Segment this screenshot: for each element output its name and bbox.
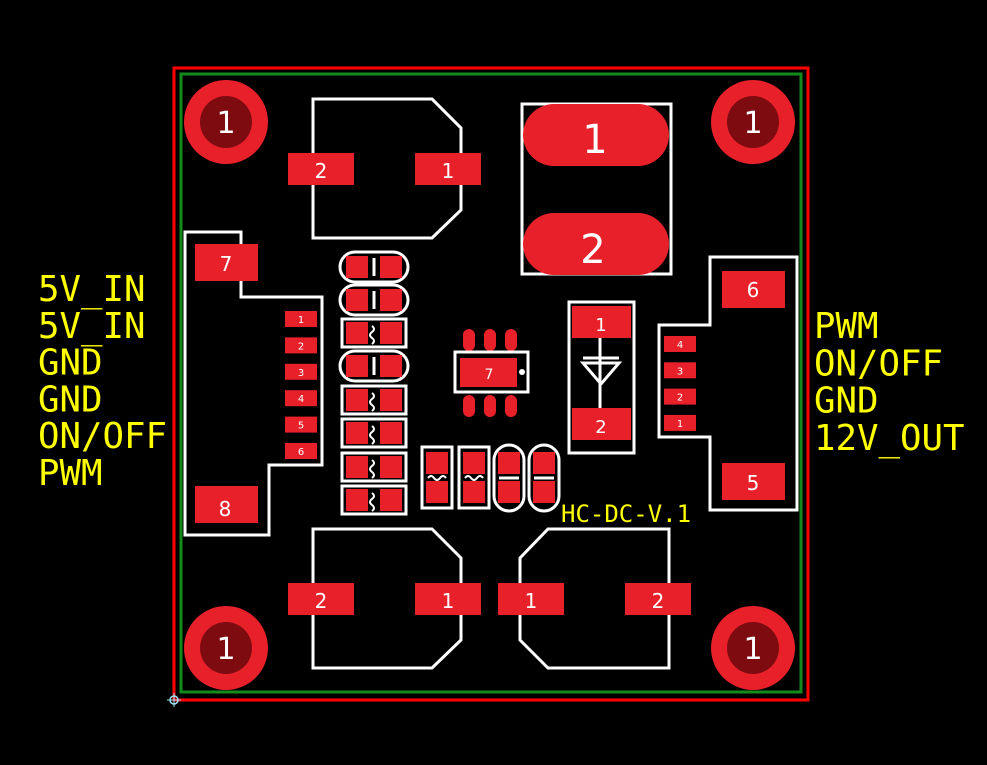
board-outline: [172, 66, 810, 702]
pin-label: PWM: [38, 453, 103, 494]
inductor: 1 2: [520, 102, 673, 276]
connector-pin-label: 4: [677, 340, 683, 351]
hole-label: 1: [216, 106, 235, 141]
connector-pin-label: 4: [298, 394, 304, 405]
connector-pin-pad: [285, 416, 317, 433]
connector-pin-label: 3: [677, 366, 683, 377]
mounting-hole-bottom-right: 1: [711, 606, 795, 690]
connector-pin-label: 1: [677, 419, 683, 430]
connector-pin-label: 1: [298, 315, 304, 326]
resistor-r6: [420, 445, 454, 510]
hole-label: 1: [216, 632, 235, 667]
hole-label: 1: [743, 632, 762, 667]
pin-label: 5V_IN: [38, 269, 146, 310]
pad-label: 1: [442, 159, 455, 183]
pad-label: 2: [652, 589, 665, 613]
pin-label: ON/OFF: [814, 343, 943, 384]
pad-label: 7: [220, 252, 233, 276]
connector-pin-pad: [285, 443, 317, 459]
connector-pin-label: 6: [298, 447, 304, 458]
connector-pin-label: 2: [677, 393, 683, 404]
mounting-hole-top-left: 1: [184, 80, 268, 164]
pad-label: 7: [485, 367, 494, 383]
pad-label: 2: [580, 227, 605, 273]
capacitor-c3: [338, 349, 410, 383]
connector-pin-pad: [664, 388, 696, 405]
connector-pin-label: 5: [298, 421, 304, 432]
pad-label: 1: [442, 589, 455, 613]
connector-pin-pad: [285, 337, 317, 354]
pad-label: 5: [747, 471, 760, 495]
pin-label: 5V_IN: [38, 306, 146, 347]
pad-label: 2: [315, 589, 328, 613]
pad-label: 2: [315, 159, 328, 183]
pin-label: PWM: [814, 306, 879, 347]
resistor-r4: [340, 451, 408, 483]
pad-label: 1: [595, 315, 606, 336]
left-connector: 7 8 1 2 3 4 5 6: [183, 230, 324, 537]
pin-label: GND: [814, 381, 879, 422]
capacitor-top: 2 1: [288, 97, 481, 240]
connector-pin-label: 2: [298, 341, 304, 352]
connector-pin-pad: [285, 390, 317, 407]
connector-pin-pad: [664, 336, 696, 352]
resistor-r2: [340, 384, 408, 416]
pin-label: ON/OFF: [38, 416, 167, 457]
origin-marker: [167, 693, 181, 707]
pin-label: GND: [38, 379, 103, 420]
pin-label: GND: [38, 343, 103, 384]
mounting-hole-bottom-left: 1: [184, 606, 268, 690]
pad-label: 1: [582, 117, 607, 163]
mounting-hole-top-right: 1: [711, 80, 795, 164]
capacitor-c2: [338, 283, 410, 317]
ic-regulator: 7: [453, 329, 530, 417]
keepout-outline: [179, 72, 803, 694]
pad-label: 8: [219, 497, 232, 521]
pad-label: 2: [595, 417, 606, 438]
passive-components-column: [338, 250, 410, 516]
board-name-label: HC-DC-V.1: [561, 500, 691, 528]
pad-label: 1: [525, 589, 538, 613]
capacitor-bottom-left: 2 1: [288, 527, 481, 670]
resistor-r1: [340, 317, 408, 349]
resistor-r5: [340, 484, 408, 516]
resistor-r7: [457, 445, 491, 510]
pin-label: 12V_OUT: [814, 418, 965, 459]
diode: 1 2: [567, 300, 636, 455]
capacitor-c4: [492, 443, 526, 513]
capacitor-c5: [527, 443, 561, 513]
capacitor-c1: [338, 250, 410, 284]
connector-pin-pad: [664, 414, 696, 431]
connector-pin-pad: [285, 363, 317, 380]
right-connector: 6 5 4 3 2 1: [657, 255, 799, 512]
pad-label: 6: [747, 278, 760, 302]
capacitor-bottom-right: 1 2: [498, 527, 691, 670]
hole-label: 1: [743, 106, 762, 141]
connector-pin-pad: [285, 311, 317, 327]
resistor-r3: [340, 417, 408, 449]
connector-pin-label: 3: [298, 368, 304, 379]
connector-pin-pad: [664, 362, 696, 379]
